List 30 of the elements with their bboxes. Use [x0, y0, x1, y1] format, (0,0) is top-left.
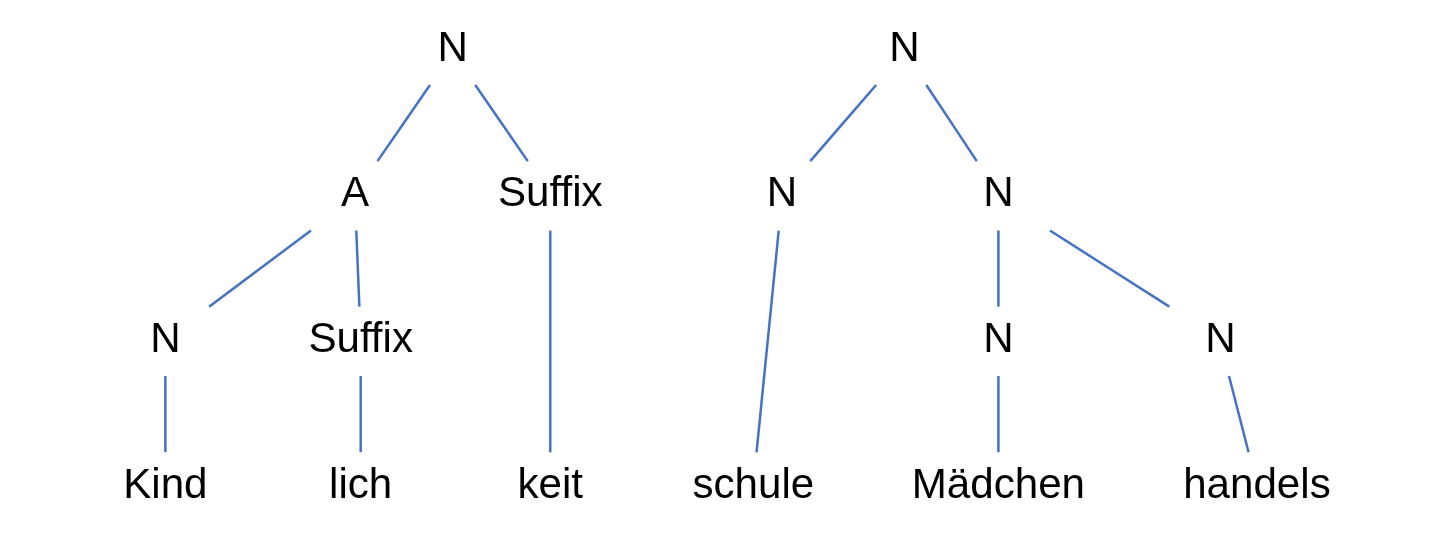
connector	[376, 84, 431, 162]
node-text: handels	[1183, 459, 1331, 507]
node-text: N	[983, 314, 1014, 361]
node-text: N	[766, 168, 798, 216]
node-text: schule	[692, 459, 815, 507]
connector	[208, 229, 312, 308]
node-text: N	[983, 168, 1014, 216]
connector	[997, 376, 1000, 453]
node-text: A	[340, 168, 370, 216]
connector	[474, 84, 529, 162]
node-text: N	[889, 22, 920, 70]
connector	[164, 376, 167, 453]
node-text: N	[437, 22, 468, 70]
connector	[755, 230, 780, 453]
node-text: Mädchen	[911, 459, 1086, 507]
connector	[809, 84, 878, 162]
connector	[997, 230, 1000, 307]
node-text: Suffix	[498, 168, 603, 216]
connector	[1049, 229, 1170, 308]
node-text: Suffix	[308, 314, 413, 361]
node-text: N	[1205, 314, 1236, 361]
node-text: lich	[329, 459, 393, 507]
connector	[549, 230, 552, 453]
connector	[355, 230, 361, 307]
node-text: Kind	[123, 459, 208, 507]
node-text: keit	[517, 459, 584, 507]
node-text: N	[150, 314, 181, 361]
connector	[925, 84, 978, 162]
connector	[1227, 375, 1250, 453]
connector	[359, 376, 362, 453]
